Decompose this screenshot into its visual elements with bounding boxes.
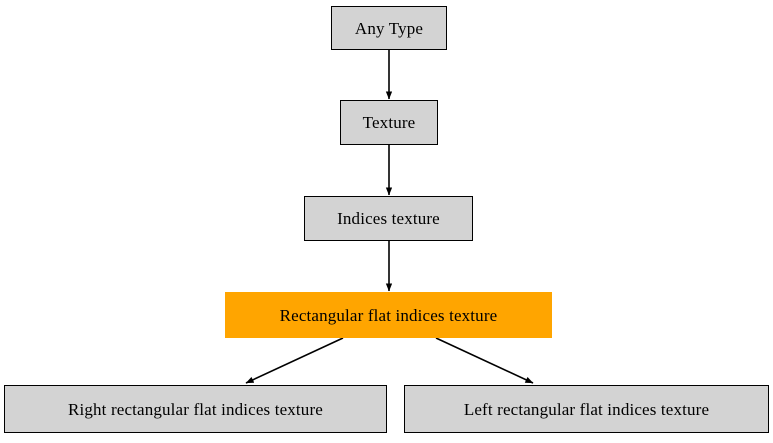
node-any-type[interactable]: Any Type	[331, 6, 447, 50]
node-label: Indices texture	[337, 209, 440, 228]
node-label: Right rectangular flat indices texture	[68, 399, 323, 419]
node-texture[interactable]: Texture	[340, 100, 438, 145]
edge-rect-flat-indices-to-right-rect	[245, 337, 344, 384]
node-label: Left rectangular flat indices texture	[463, 399, 710, 419]
node-label: Any Type	[354, 18, 424, 38]
node-left-rectangular-flat-indices-texture[interactable]: Left rectangular flat indices texture	[404, 385, 769, 433]
node-right-rectangular-flat-indices-texture[interactable]: Right rectangular flat indices texture	[4, 385, 387, 433]
node-indices-texture[interactable]: Indices texture	[304, 196, 473, 241]
edge-rect-flat-indices-to-left-rect	[435, 337, 534, 384]
node-label: Texture	[362, 113, 416, 132]
node-rectangular-flat-indices-texture[interactable]: Rectangular flat indices texture	[225, 292, 552, 338]
node-label: Rectangular flat indices texture	[279, 305, 498, 325]
